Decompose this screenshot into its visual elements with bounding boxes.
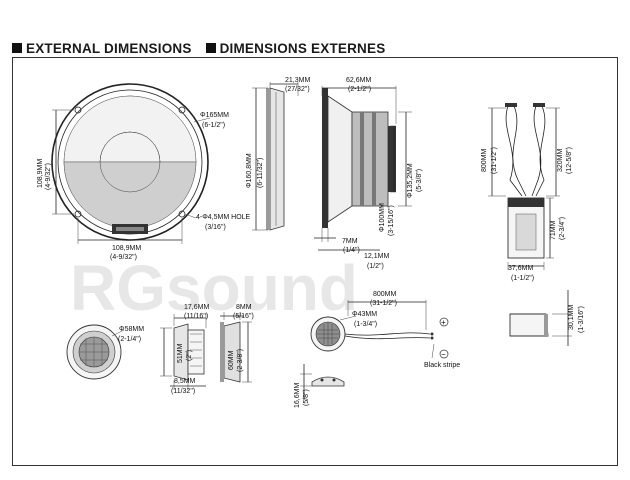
flush-tweeter: Φ58MM (2-1/4") 17,6MM (11/16") 51MM (2")… xyxy=(66,304,209,395)
section-heading: EXTERNAL DIMENSIONS DIMENSIONS EXTERNES xyxy=(12,38,385,58)
magnet-diameter-inch-label: (3-15/16") xyxy=(388,205,395,236)
heading-square-icon xyxy=(12,43,22,53)
crossover-thickness-label: 30,1MM xyxy=(568,305,575,330)
mounting-hole xyxy=(74,106,82,114)
flush-tweeter-body-inch-label: (2") xyxy=(186,350,193,361)
flush-tweeter-depth-inch-label: (11/16") xyxy=(184,313,208,320)
magnet-diameter-label: Φ100MM xyxy=(379,203,386,232)
crossover-output-lead-label: 320MM xyxy=(557,148,564,172)
woofer-width-label: 108,9MM xyxy=(112,245,141,252)
drawing-frame xyxy=(12,57,618,466)
surface-tweeter-side xyxy=(311,376,345,387)
heading-english: EXTERNAL DIMENSIONS xyxy=(26,40,192,56)
basket-diameter-inch-label: (5-3/8") xyxy=(416,169,423,192)
surface-tweeter-lead-label: 800MM xyxy=(373,291,397,298)
cup-diameter-inch-label: (2-3/8") xyxy=(237,349,244,372)
mounting-hole xyxy=(178,106,186,114)
flush-tweeter-rim-inch-label: (11/32") xyxy=(171,388,195,395)
woofer-height-inch-label: (4-9/32") xyxy=(45,163,52,190)
cup-depth-label: 8MM xyxy=(236,304,252,311)
woofer-width-inch-label: (4-9/32") xyxy=(110,254,137,261)
tweeter-cup: 8MM (5/16") 60MM (2-3/8") xyxy=(220,304,254,383)
woofer-front-view: 108,9MM (4-9/32") 108,9MM (4-9/32") Φ165… xyxy=(37,83,251,261)
mounting-hole-inch-label: (3/16") xyxy=(205,224,226,231)
positive-terminal-icon: + xyxy=(441,318,446,327)
flush-tweeter-diameter-label: Φ58MM xyxy=(119,326,144,333)
crossover-thickness-inch-label: (1-3/16") xyxy=(578,306,585,333)
woofer-diameter-inch-label: (6-1/2") xyxy=(202,122,225,129)
surface-tweeter-height-label: 16,6MM xyxy=(294,383,301,408)
surface-tweeter-diameter-inch-label: (1-3/4") xyxy=(354,321,377,328)
mounting-hole-label: 4-Φ4,5MM HOLE xyxy=(196,214,251,221)
woofer-side-view: 62,6MM (2-1/2") Φ135,2MM (5-3/8") Φ100MM… xyxy=(314,77,423,270)
crossover-height-inch-label: (2-3/4") xyxy=(559,217,566,240)
flush-tweeter-rim-label: 8,5MM xyxy=(174,378,196,385)
flush-tweeter-body-label: 51MM xyxy=(177,343,184,363)
heading-square-icon xyxy=(205,43,216,53)
flange-label: 7MM xyxy=(342,238,358,245)
mount-depth-inch-label: (1/2") xyxy=(367,263,384,270)
woofer-height-label: 108,9MM xyxy=(37,159,44,188)
ring-diameter-label: Φ160,8MM xyxy=(246,153,253,188)
heading-french: DIMENSIONS EXTERNES xyxy=(219,40,386,56)
cup-diameter-label: 60MM xyxy=(228,350,235,370)
crossover-output-lead-inch-label: (12-5/8") xyxy=(566,147,573,174)
surface-tweeter-lead-inch-label: (31-1/2") xyxy=(370,300,397,307)
crossover-network: 800MM (31-1/2") 320MM (12-5/8") 71MM (2-… xyxy=(481,103,585,346)
crossover-input-lead-label: 800MM xyxy=(481,148,488,172)
ring-diameter-inch-label: (6-11/32") xyxy=(257,158,264,188)
flush-tweeter-diameter-inch-label: (2-1/4") xyxy=(118,336,141,343)
surface-tweeter-diameter-label: Φ43MM xyxy=(352,311,377,318)
crossover-input-lead-inch-label: (31-1/2") xyxy=(491,147,498,174)
surface-tweeter-height-inch-label: (5/8") xyxy=(303,389,310,406)
surface-tweeter: 800MM (31-1/2") Φ43MM (1-3/4") + − Black… xyxy=(294,291,460,408)
woofer-diameter-label: Φ165MM xyxy=(200,112,229,119)
crossover-side-view xyxy=(509,313,549,337)
mount-depth-label: 12,1MM xyxy=(364,253,389,260)
basket-diameter-label: Φ135,2MM xyxy=(407,163,414,198)
crossover-width-inch-label: (1-1/2") xyxy=(511,275,534,282)
flush-tweeter-depth-label: 17,6MM xyxy=(184,304,209,311)
flange-inch-label: (1/4") xyxy=(343,247,360,254)
black-stripe-label: Black stripe xyxy=(424,362,460,369)
ring-depth-inch-label: (27/32") xyxy=(285,86,310,93)
negative-terminal-icon: − xyxy=(441,350,446,359)
cup-depth-inch-label: (5/16") xyxy=(233,313,254,320)
woofer-ring-side-view: 21,3MM (27/32") Φ160,8MM (6-11/32") xyxy=(246,77,310,231)
mounting-hole xyxy=(74,210,82,218)
crossover-width-label: 37,6MM xyxy=(508,265,533,272)
ring-depth-label: 21,3MM xyxy=(285,77,310,84)
side-depth-inch-label: (2-1/2") xyxy=(348,86,371,93)
side-depth-label: 62,6MM xyxy=(346,77,371,84)
crossover-height-label: 71MM xyxy=(550,220,557,240)
watermark: RGsound xyxy=(70,252,358,324)
